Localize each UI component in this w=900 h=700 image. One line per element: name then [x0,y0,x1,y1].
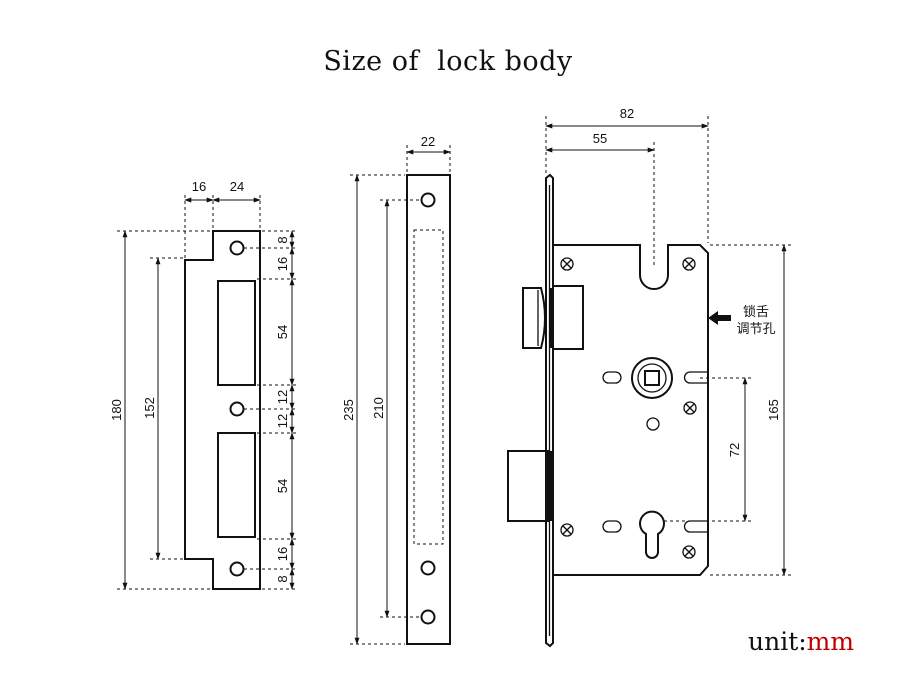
lock-body: 锁舌 调节孔 82 55 165 72 [507,106,792,648]
lock-height-165-label: 165 [766,399,781,421]
adjustment-hole-label-line2: 调节孔 [736,322,775,337]
faceplate-hole-bottom [420,609,436,625]
case-screw-bottom-left [560,523,574,537]
faceplate-hole-lower [420,560,436,576]
faceplate-outline [406,174,451,645]
strike-seg-12-bottom-label: 12 [275,414,290,428]
strike-plate: 16 24 180 152 8 16 54 12 12 54 [109,179,298,590]
lock-slot-left-upper [602,371,622,384]
strike-deadbolt-window [217,432,256,538]
lock-slot-right-lower [683,520,708,533]
lock-width-82-label: 82 [620,106,634,121]
strike-height-180-label: 180 [109,399,124,421]
strike-latch-window [217,280,256,386]
cylinder-cutout [639,510,665,559]
handle-spindle-hub [631,357,673,399]
case-screw-top-left [560,257,574,271]
faceplate-height-235-label: 235 [341,399,356,421]
faceplate-span-210-label: 210 [371,397,386,419]
lock-slot-left-lower [602,520,622,533]
strike-seg-8-top-label: 8 [275,236,290,243]
strike-seg-54-top-label: 54 [275,325,290,339]
unit-caption: unit:mm [748,627,854,656]
faceplate-inner-recess [413,229,444,545]
case-screw-top-right [682,257,696,271]
lock-faceplate-strip [545,173,554,648]
lock-hole-small [646,417,660,431]
strike-seg-54-bottom-label: 54 [275,479,290,493]
faceplate-hole-top [420,192,436,208]
case-screw-bottom-right [682,545,696,559]
strike-span-152-label: 152 [142,397,157,419]
strike-seg-12-top-label: 12 [275,390,290,404]
strike-hole-middle [229,401,245,417]
strike-hole-top [229,240,245,256]
latch-bolt [522,285,584,350]
strike-width-16-label: 16 [192,179,206,194]
page-title: Size of lock body [323,46,573,77]
unit-value: mm [807,627,855,656]
faceplate-width-22-label: 22 [421,134,435,149]
lock-case-outline [553,244,709,576]
lock-slot-right-upper [683,371,708,384]
strike-seg-16-bottom-label: 16 [275,547,290,561]
adjustment-arrow-icon [708,311,731,325]
adjustment-hole-label-line1: 锁舌 [743,304,769,320]
faceplate: 22 235 210 [341,134,451,645]
strike-plate-outline [184,230,261,590]
strike-width-24-label: 24 [230,179,244,194]
dead-bolt [507,450,554,522]
unit-label: unit: [748,627,807,656]
strike-seg-16-top-label: 16 [275,257,290,271]
case-screw-middle-right [683,401,697,415]
strike-hole-bottom [229,561,245,577]
lock-backset-55-label: 55 [593,131,607,146]
strike-seg-8-bottom-label: 8 [275,575,290,582]
lock-center-72-label: 72 [727,443,742,457]
